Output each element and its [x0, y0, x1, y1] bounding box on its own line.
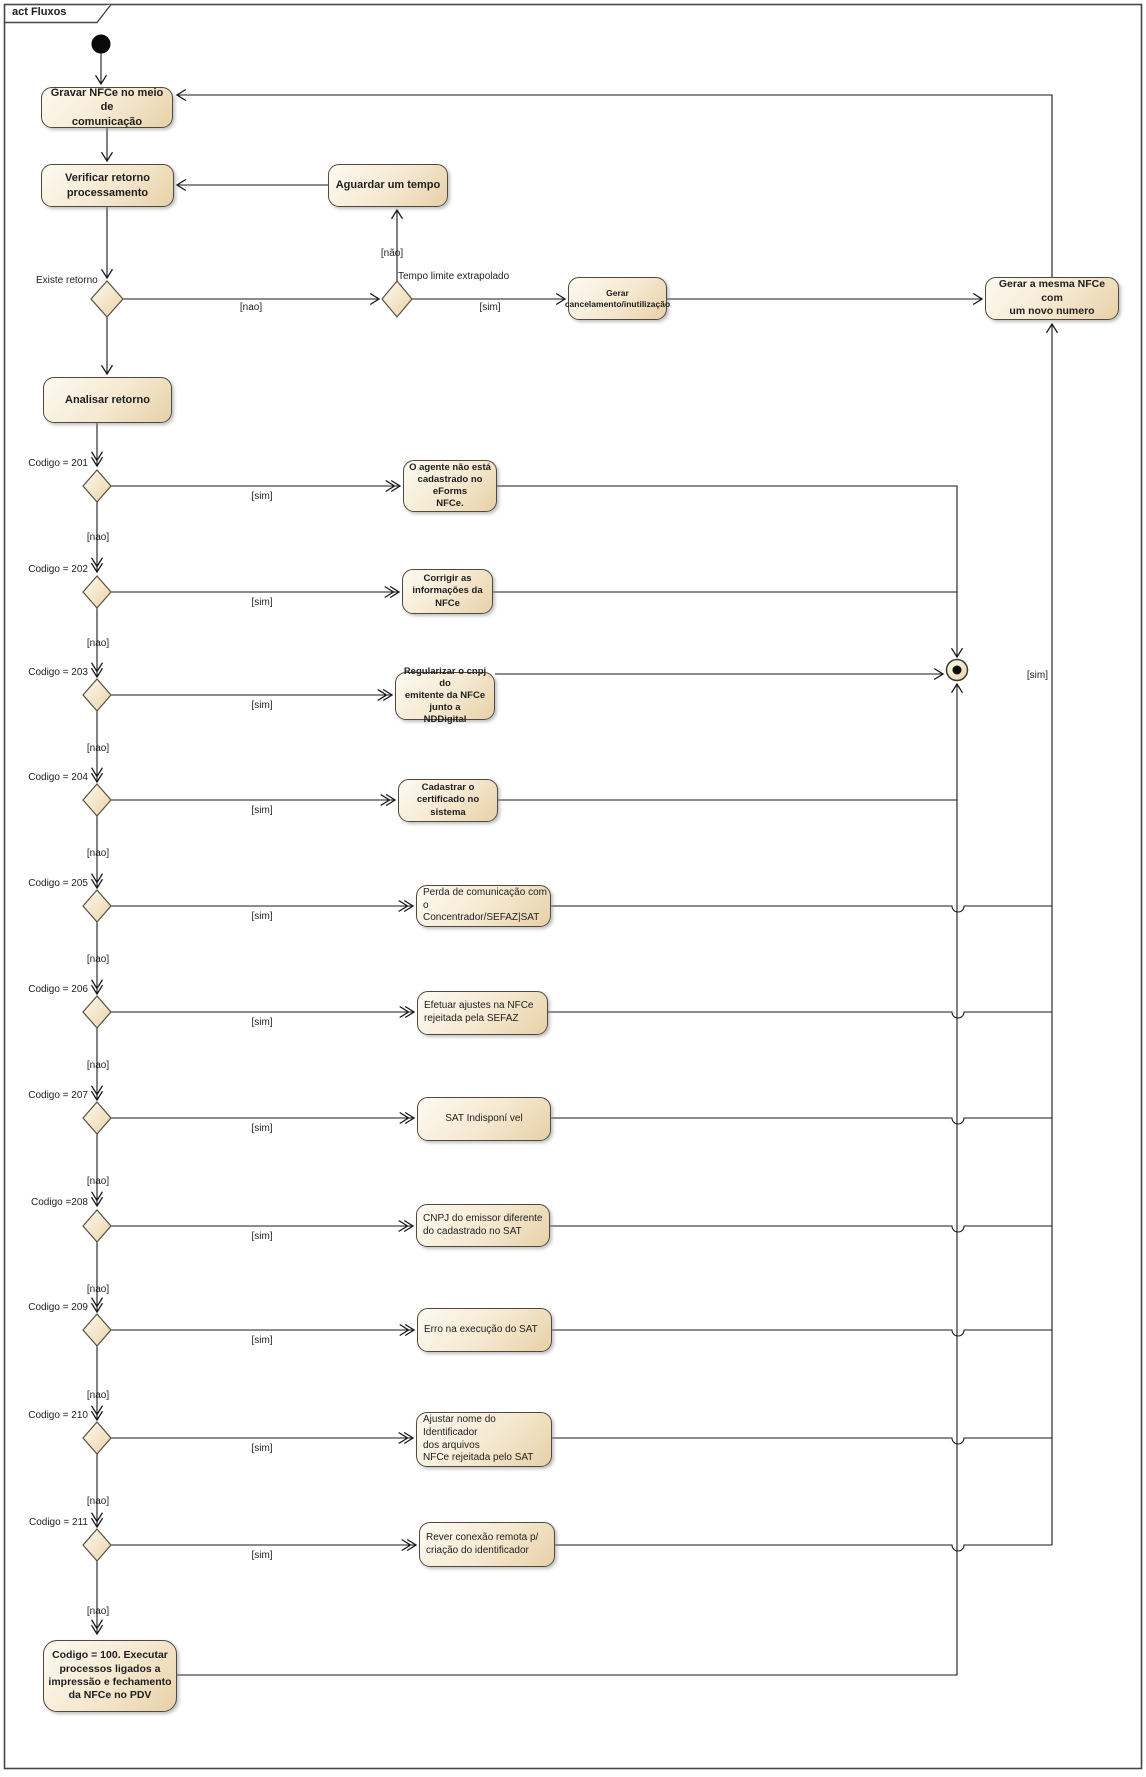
diagram-frame-tab — [4, 4, 112, 24]
guard-nao-tempo: [não] — [380, 248, 404, 259]
guard-sim-211: [sim] — [251, 1550, 273, 1561]
label-codigo-202: Codigo = 202 — [28, 564, 88, 575]
activity-aguardar-tempo[interactable]: Aguardar um tempo — [328, 164, 448, 207]
edge-207-to-trunk2 — [551, 1117, 1052, 1125]
guard-sim-201: [sim] — [251, 491, 273, 502]
label-codigo-205: Codigo = 205 — [28, 878, 88, 889]
guard-sim-205: [sim] — [251, 911, 273, 922]
decision-tempo-limite[interactable] — [381, 280, 413, 318]
guard-sim-207: [sim] — [251, 1123, 273, 1134]
label-existe-retorno: Existe retorno — [36, 275, 98, 286]
guard-nao-204: [nao] — [86, 848, 110, 859]
activity-row-208[interactable]: CNPJ do emissor diferente do cadastrado … — [416, 1204, 550, 1247]
activity-row-207[interactable]: SAT Indisponí vel — [417, 1097, 551, 1141]
guard-nao-207: [nao] — [86, 1176, 110, 1187]
connector-lines — [90, 53, 1059, 1676]
guard-sim-209: [sim] — [251, 1335, 273, 1346]
edge-201-to-final — [497, 485, 964, 659]
label-codigo-210: Codigo = 210 — [28, 1410, 88, 1421]
activity-row-201[interactable]: O agente não está cadastrado no eForms N… — [403, 460, 497, 512]
decision-codigo-201 — [82, 469, 112, 503]
activity-row-206[interactable]: Efetuar ajustes na NFCe rejeitada pela S… — [417, 991, 548, 1035]
edge-codigo100-trunk-to-final — [177, 682, 964, 1676]
activity-row-204[interactable]: Cadastrar o certificado no sistema — [398, 779, 498, 822]
label-tempo-limite: Tempo limite extrapolado — [398, 271, 510, 282]
guard-nao-206: [nao] — [86, 1060, 110, 1071]
decision-codigo-203 — [82, 678, 112, 712]
label-codigo-204: Codigo = 204 — [28, 772, 88, 783]
edge-206-to-trunk2 — [548, 1011, 1052, 1019]
decision-codigo-207 — [82, 1101, 112, 1135]
activity-row-202[interactable]: Corrigir as informações da NFCe — [402, 569, 493, 614]
label-codigo-206: Codigo = 206 — [28, 984, 88, 995]
activity-verificar-retorno[interactable]: Verificar retorno processamento — [41, 164, 174, 207]
label-codigo-201: Codigo = 201 — [28, 458, 88, 469]
guard-sim-206: [sim] — [251, 1017, 273, 1028]
activity-row-211[interactable]: Rever conexão remota p/ criação do ident… — [419, 1522, 555, 1567]
guard-sim-202: [sim] — [251, 597, 273, 608]
label-codigo-203: Codigo = 203 — [28, 667, 88, 678]
decision-codigo-209 — [82, 1313, 112, 1347]
guard-nao-211: [nao] — [86, 1606, 110, 1617]
decision-existe-retorno[interactable] — [90, 280, 124, 318]
decision-codigo-diamonds[interactable] — [82, 469, 112, 1562]
initial-node[interactable] — [91, 34, 111, 54]
final-node[interactable] — [945, 658, 969, 682]
activity-codigo-100[interactable]: Codigo = 100. Executar processos ligados… — [43, 1640, 177, 1712]
guard-nao-existe: [nao] — [239, 302, 263, 313]
guard-sim-208: [sim] — [251, 1231, 273, 1242]
activity-gravar-nfce[interactable]: Gravar NFCe no meio de comunicação — [41, 87, 173, 128]
decision-codigo-206 — [82, 995, 112, 1029]
guard-sim-203: [sim] — [251, 700, 273, 711]
activity-row-203[interactable]: Regularizar o cnpj do emitente da NFCe j… — [395, 666, 495, 725]
edge-211-to-trunk2 — [555, 1544, 1052, 1552]
decision-codigo-202 — [82, 575, 112, 609]
label-codigo-207: Codigo = 207 — [28, 1090, 88, 1101]
guard-sim-tempo: [sim] — [479, 302, 501, 313]
edge-209-to-trunk2 — [552, 1329, 1052, 1337]
label-codigo-211: Codigo = 211 — [28, 1517, 88, 1528]
activity-gerar-cancelamento[interactable]: Gerar cancelamento/inutilização — [565, 277, 670, 320]
activity-gerar-mesma-nfce[interactable]: Gerar a mesma NFCe com um novo numero — [985, 277, 1119, 320]
guard-nao-210: [nao] — [86, 1496, 110, 1507]
decision-codigo-211 — [82, 1528, 112, 1562]
decision-codigo-204 — [82, 783, 112, 817]
edge-gerarmesma-to-gravar — [175, 88, 1053, 277]
guard-nao-202: [nao] — [86, 638, 110, 649]
decision-codigo-208 — [82, 1209, 112, 1243]
guard-sim-204: [sim] — [251, 805, 273, 816]
edge-205-to-trunk2 — [551, 905, 1052, 913]
guard-sim-210: [sim] — [251, 1443, 273, 1454]
guard-nao-208: [nao] — [86, 1284, 110, 1295]
activity-analisar-retorno[interactable]: Analisar retorno — [43, 377, 172, 423]
decision-codigo-205 — [82, 889, 112, 923]
edge-210-to-trunk2 — [552, 1437, 1052, 1445]
guard-nao-203: [nao] — [86, 743, 110, 754]
guard-sim-trunk: [sim] — [1026, 670, 1048, 681]
guard-nao-201: [nao] — [86, 532, 110, 543]
decision-codigo-210 — [82, 1421, 112, 1455]
guard-nao-205: [nao] — [86, 954, 110, 965]
frame-title: act Fluxos — [12, 6, 67, 18]
activity-row-205[interactable]: Perda de comunicação com o Concentrador/… — [416, 885, 551, 927]
guard-nao-209: [nao] — [86, 1390, 110, 1401]
label-codigo-208: Codigo =208 — [31, 1197, 88, 1208]
edge-208-to-trunk2 — [550, 1225, 1052, 1233]
diagram-frame-border — [3, 3, 1143, 1770]
label-codigo-209: Codigo = 209 — [28, 1302, 88, 1313]
activity-row-210[interactable]: Ajustar nome do Identificador dos arquiv… — [416, 1412, 552, 1467]
activity-row-209[interactable]: Erro na execução do SAT — [417, 1308, 552, 1352]
